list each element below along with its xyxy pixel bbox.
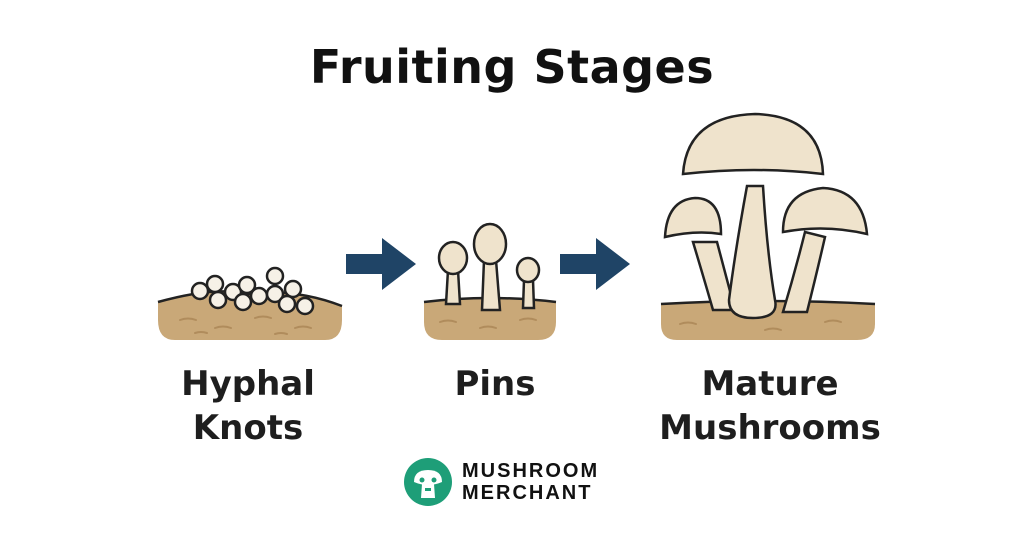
right-arrow-icon: [560, 238, 630, 290]
mature-mushrooms-illustration: [660, 112, 876, 340]
stage-label-mature-mushrooms: Mature Mushrooms: [659, 364, 881, 448]
logo-line-2: MERCHANT: [462, 482, 593, 504]
stage-label-pins: Pins: [454, 364, 536, 404]
page-title: Fruiting Stages: [309, 40, 715, 94]
brand-logo: MUSHROOM MERCHANT: [404, 458, 599, 506]
stage-label-hyphal-knots: Hyphal Knots: [181, 364, 315, 448]
mushroom-face-icon: [404, 458, 452, 506]
hyphal-knots-illustration: [157, 266, 343, 340]
pins-illustration: [423, 222, 557, 340]
logo-line-1: MUSHROOM: [462, 460, 600, 482]
right-arrow-icon: [346, 238, 416, 290]
